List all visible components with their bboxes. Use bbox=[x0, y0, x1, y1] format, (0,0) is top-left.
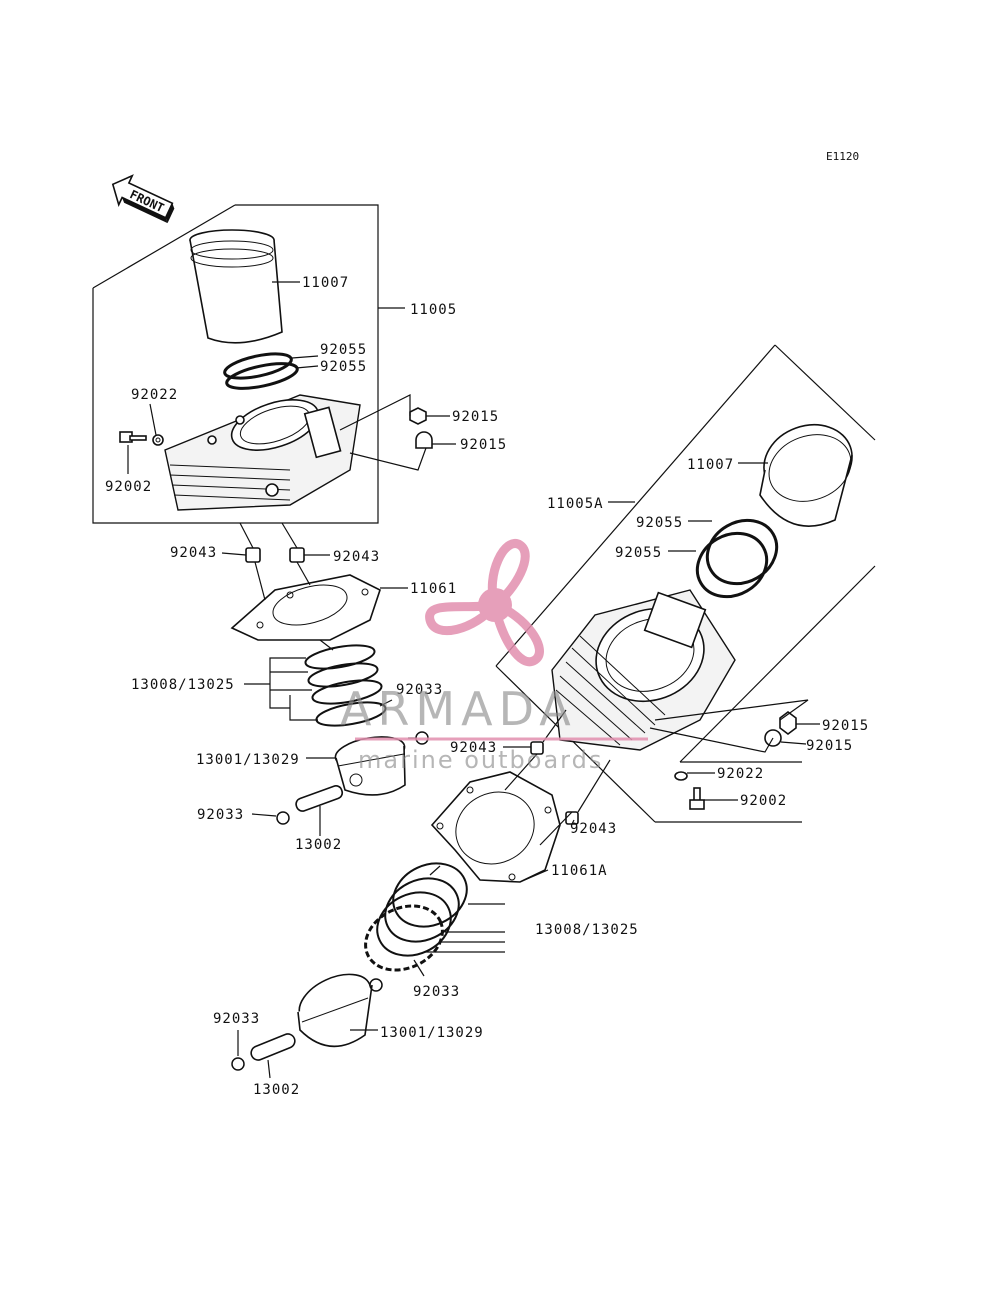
cylinder-block-front bbox=[551, 589, 736, 751]
label-92033-rear-a: 92033 bbox=[396, 682, 443, 698]
label-92055-rear-a: 92055 bbox=[320, 342, 367, 358]
nut-92015-front-a bbox=[779, 711, 797, 735]
label-92043-rear-b: 92043 bbox=[333, 549, 380, 565]
callout-labels: 11007 11005 92055 92055 92022 92002 9201… bbox=[105, 275, 869, 1098]
label-11061A: 11061A bbox=[551, 863, 608, 879]
base-gasket-11061A bbox=[430, 771, 561, 883]
label-11007-rear: 11007 bbox=[302, 275, 349, 291]
base-gasket-11061 bbox=[230, 574, 381, 641]
washer-92022-front bbox=[674, 771, 688, 781]
label-13001-rear: 13001/13029 bbox=[196, 752, 300, 768]
label-92015-rear-a: 92015 bbox=[452, 409, 499, 425]
cylinder-liner-11007 bbox=[189, 229, 283, 344]
label-11007-front: 11007 bbox=[687, 457, 734, 473]
front-cylinder-group bbox=[231, 344, 876, 1079]
propeller-logo-icon bbox=[425, 539, 544, 667]
label-92043-rear-a: 92043 bbox=[170, 545, 217, 561]
cylinder-liner-11007-front bbox=[759, 424, 853, 527]
watermark-brand: ARMADA bbox=[340, 682, 577, 736]
rear-cylinder-group bbox=[92, 204, 456, 836]
watermark-tagline: marine outboards bbox=[358, 746, 603, 774]
label-13008-front: 13008/13025 bbox=[535, 922, 639, 938]
diagram-code: E1120 bbox=[826, 150, 859, 163]
label-92033-front-a: 92033 bbox=[413, 984, 460, 1000]
label-92033-rear-b: 92033 bbox=[197, 807, 244, 823]
label-92002-rear: 92002 bbox=[105, 479, 152, 495]
label-92043-front-b: 92043 bbox=[570, 821, 617, 837]
label-92015-rear-b: 92015 bbox=[460, 437, 507, 453]
label-92055-rear-b: 92055 bbox=[320, 359, 367, 375]
label-11005: 11005 bbox=[410, 302, 457, 318]
bolt-92002-rear bbox=[119, 431, 147, 443]
watermark: ARMADA marine outboards bbox=[340, 539, 648, 774]
bolt-92002-front bbox=[689, 787, 705, 810]
label-92055-front-b: 92055 bbox=[615, 545, 662, 561]
label-92015-front-b: 92015 bbox=[806, 738, 853, 754]
piston-13001-front bbox=[297, 973, 373, 1048]
piston-pin-13002-rear bbox=[295, 785, 344, 812]
piston-pin-13002-front bbox=[250, 1033, 296, 1061]
label-92002-front: 92002 bbox=[740, 793, 787, 809]
piston-13001-rear bbox=[334, 736, 406, 796]
label-13002-rear: 13002 bbox=[295, 837, 342, 853]
label-11061: 11061 bbox=[410, 581, 457, 597]
cap-nut-92015-rear-b bbox=[415, 431, 433, 449]
label-92055-front-a: 92055 bbox=[636, 515, 683, 531]
label-13001-front: 13001/13029 bbox=[380, 1025, 484, 1041]
front-arrow-icon: FRONT bbox=[111, 174, 175, 224]
label-13008-rear: 13008/13025 bbox=[131, 677, 235, 693]
dowel-92043-rear-a bbox=[245, 547, 261, 563]
dowel-92043-rear-b bbox=[289, 547, 305, 563]
label-92022-front: 92022 bbox=[717, 766, 764, 782]
label-11005A: 11005A bbox=[547, 496, 604, 512]
label-92033-front-b: 92033 bbox=[213, 1011, 260, 1027]
label-92015-front-a: 92015 bbox=[822, 718, 869, 734]
cylinder-block-rear bbox=[164, 394, 361, 511]
label-92022-rear: 92022 bbox=[131, 387, 178, 403]
label-13002-front: 13002 bbox=[253, 1082, 300, 1098]
nut-92015-rear-a bbox=[409, 407, 427, 425]
label-92043-front-a: 92043 bbox=[450, 740, 497, 756]
group-frame-11005 bbox=[92, 204, 379, 524]
